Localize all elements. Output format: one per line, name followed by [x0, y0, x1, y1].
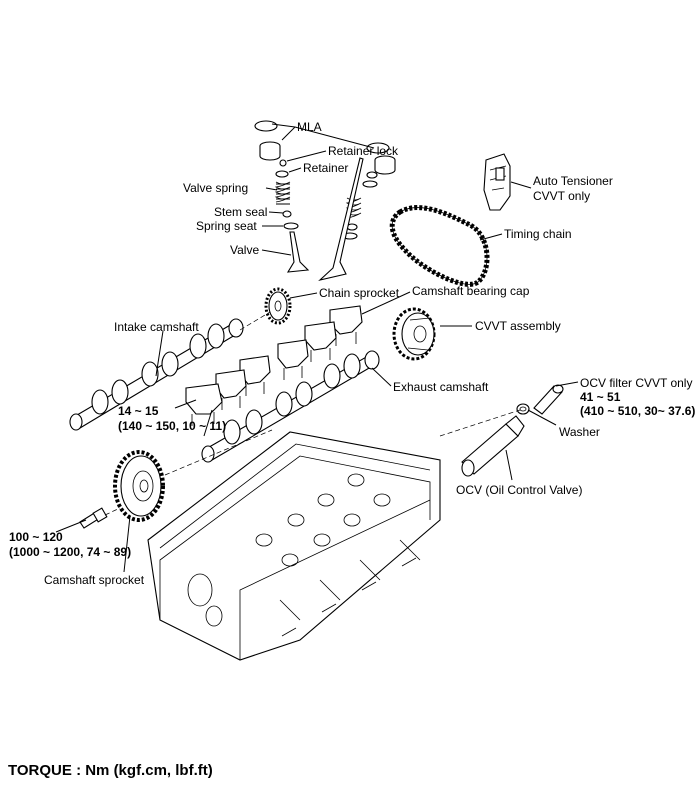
torque-ocv-filter-nm: 41 ~ 51 [580, 390, 621, 404]
torque-units-footer: TORQUE : Nm (kgf.cm, lbf.ft) [8, 762, 213, 779]
label-retainer: Retainer [303, 161, 349, 175]
label-intake-camshaft: Intake camshaft [114, 320, 199, 334]
label-ocv: OCV (Oil Control Valve) [456, 483, 583, 497]
label-retainer-lock: Retainer lock [328, 144, 399, 158]
valve-right-part [318, 157, 364, 282]
label-exhaust-camshaft: Exhaust camshaft [393, 380, 489, 394]
cvvt-assembly-part [392, 307, 436, 361]
retainer-lock-part [275, 159, 378, 188]
washer-part [516, 403, 530, 415]
torque-bearing-cap-nm: 14 ~ 15 [118, 404, 159, 418]
alignment-lines [104, 311, 521, 516]
label-camshaft-bearing-cap: Camshaft bearing cap [412, 284, 530, 298]
camshaft-bearing-cap-parts [185, 305, 363, 426]
torque-sprocket-bolt-nm: 100 ~ 120 [9, 530, 63, 544]
label-spring-seat: Spring seat [196, 219, 257, 233]
valve-left-part [286, 231, 310, 273]
ocv-filter-part [533, 384, 564, 415]
torque-ocv-filter-kgf: (410 ~ 510, 30~ 37.6) [580, 404, 696, 418]
label-mla: MLA [297, 120, 322, 134]
label-washer: Washer [559, 425, 600, 439]
label-auto-tensioner: Auto Tensioner [533, 174, 613, 188]
label-chain-sprocket: Chain sprocket [319, 286, 400, 300]
label-cvvt-only: CVVT only [533, 189, 591, 203]
leader-lines [55, 123, 579, 573]
label-cvvt-assembly: CVVT assembly [475, 319, 561, 333]
torque-bearing-cap-kgf: (140 ~ 150, 10 ~ 11) [118, 419, 227, 433]
torque-sprocket-bolt-kgf: (1000 ~ 1200, 74 ~ 89) [9, 545, 132, 559]
ocv-part [461, 415, 525, 477]
camshaft-sprocket-part [113, 450, 165, 522]
label-valve: Valve [230, 243, 260, 257]
cylinder-head-part [147, 431, 441, 661]
chain-sprocket-part [264, 287, 292, 325]
label-valve-spring: Valve spring [183, 181, 249, 195]
timing-chain-part [389, 205, 490, 287]
mla-right-part [366, 142, 396, 175]
exhaust-camshaft-part [201, 350, 380, 463]
auto-tensioner-part [483, 153, 511, 211]
label-timing-chain: Timing chain [504, 227, 572, 241]
label-stem-seal: Stem seal [214, 205, 268, 219]
label-ocv-filter: OCV filter CVVT only [580, 376, 693, 390]
label-camshaft-sprocket: Camshaft sprocket [44, 573, 145, 587]
sprocket-bolt-part [79, 507, 108, 529]
valve-spring-part [274, 181, 362, 219]
mla-left-part [254, 120, 281, 161]
